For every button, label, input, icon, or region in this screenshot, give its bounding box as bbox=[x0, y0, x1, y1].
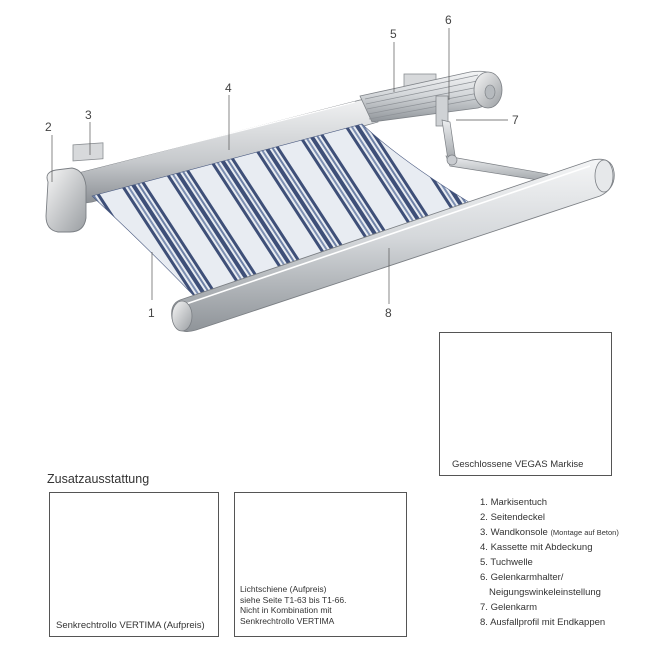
legend-item-1: 1. Markisentuch bbox=[480, 495, 656, 510]
legend-num: 1. bbox=[480, 497, 488, 508]
legend-text: Wandkonsole bbox=[490, 527, 548, 538]
vertima-caption: Senkrechtrollo VERTIMA (Aufpreis) bbox=[56, 620, 205, 631]
legend-num: 4. bbox=[480, 542, 488, 553]
legend-item-8: 8. Ausfallprofil mit Endkappen bbox=[480, 615, 656, 630]
legend-num: 2. bbox=[480, 512, 488, 523]
legend-num: 6. bbox=[480, 572, 488, 583]
legend-item-3: 3. Wandkonsole (Montage auf Beton) bbox=[480, 525, 656, 540]
leader-lines bbox=[51, 28, 508, 304]
legend-text: Seitendeckel bbox=[490, 512, 545, 523]
front-profile-end-cap-right bbox=[594, 159, 614, 193]
closed-vegas-frame bbox=[439, 332, 612, 476]
light-rail-caption: Lichtschiene (Aufpreis) siehe Seite T1-6… bbox=[240, 584, 346, 626]
accessories-title: Zusatzausstattung bbox=[47, 472, 150, 486]
callout-3: 3 bbox=[85, 108, 92, 122]
vertima-frame bbox=[49, 492, 219, 637]
legend-text-cont: Neigungswinkeleinstellung bbox=[489, 587, 601, 598]
parts-legend: 1. Markisentuch 2. Seitendeckel 3. Wandk… bbox=[480, 495, 656, 630]
legend-num: 5. bbox=[480, 557, 488, 568]
legend-small: (Montage auf Beton) bbox=[550, 528, 619, 537]
legend-item-2: 2. Seitendeckel bbox=[480, 510, 656, 525]
closed-vegas-caption: Geschlossene VEGAS Markise bbox=[452, 459, 584, 470]
arm-joint bbox=[446, 154, 458, 166]
legend-text: Markisentuch bbox=[490, 497, 548, 508]
callout-1: 1 bbox=[148, 306, 155, 320]
wall-bracket-left bbox=[72, 142, 104, 162]
legend-item-6: 6. Gelenkarmhalter/Neigungswinkeleinstel… bbox=[480, 570, 656, 600]
legend-text: Kassette mit Abdeckung bbox=[490, 542, 593, 553]
cassette-top-edge bbox=[69, 101, 356, 175]
front-profile-highlight bbox=[185, 165, 591, 305]
legend-item-4: 4. Kassette mit Abdeckung bbox=[480, 540, 656, 555]
legend-num: 8. bbox=[480, 617, 488, 628]
callout-4: 4 bbox=[225, 81, 232, 95]
callout-8: 8 bbox=[385, 306, 392, 320]
callout-6: 6 bbox=[445, 13, 452, 27]
callout-2: 2 bbox=[45, 120, 52, 134]
callout-5: 5 bbox=[390, 27, 397, 41]
roller-grooves bbox=[364, 74, 485, 120]
legend-num: 7. bbox=[480, 602, 488, 613]
legend-text: Ausfallprofil mit Endkappen bbox=[490, 617, 606, 628]
legend-num: 3. bbox=[480, 527, 488, 538]
front-profile-end-cap bbox=[171, 300, 193, 332]
roller-end-cap-hub bbox=[484, 84, 496, 100]
articulated-arm-lower bbox=[445, 155, 551, 183]
main-awning bbox=[45, 70, 615, 332]
callout-7: 7 bbox=[512, 113, 519, 127]
light-rail-caption-line1: Lichtschiene (Aufpreis) bbox=[240, 584, 327, 594]
legend-item-7: 7. Gelenkarm bbox=[480, 600, 656, 615]
arm-holder bbox=[435, 95, 449, 127]
legend-text: Tuchwelle bbox=[490, 557, 533, 568]
light-rail-caption-line3: Nicht in Kombination mit bbox=[240, 605, 332, 615]
light-rail-frame bbox=[234, 492, 407, 637]
legend-text: Gelenkarmhalter/ bbox=[490, 572, 564, 583]
legend-item-5: 5. Tuchwelle bbox=[480, 555, 656, 570]
light-rail-caption-line2: siehe Seite T1-63 bis T1-66. bbox=[240, 594, 347, 605]
front-profile bbox=[171, 158, 615, 332]
legend-text: Gelenkarm bbox=[490, 602, 538, 613]
light-rail-caption-line4: Senkrechtrollo VERTIMA bbox=[240, 615, 335, 626]
